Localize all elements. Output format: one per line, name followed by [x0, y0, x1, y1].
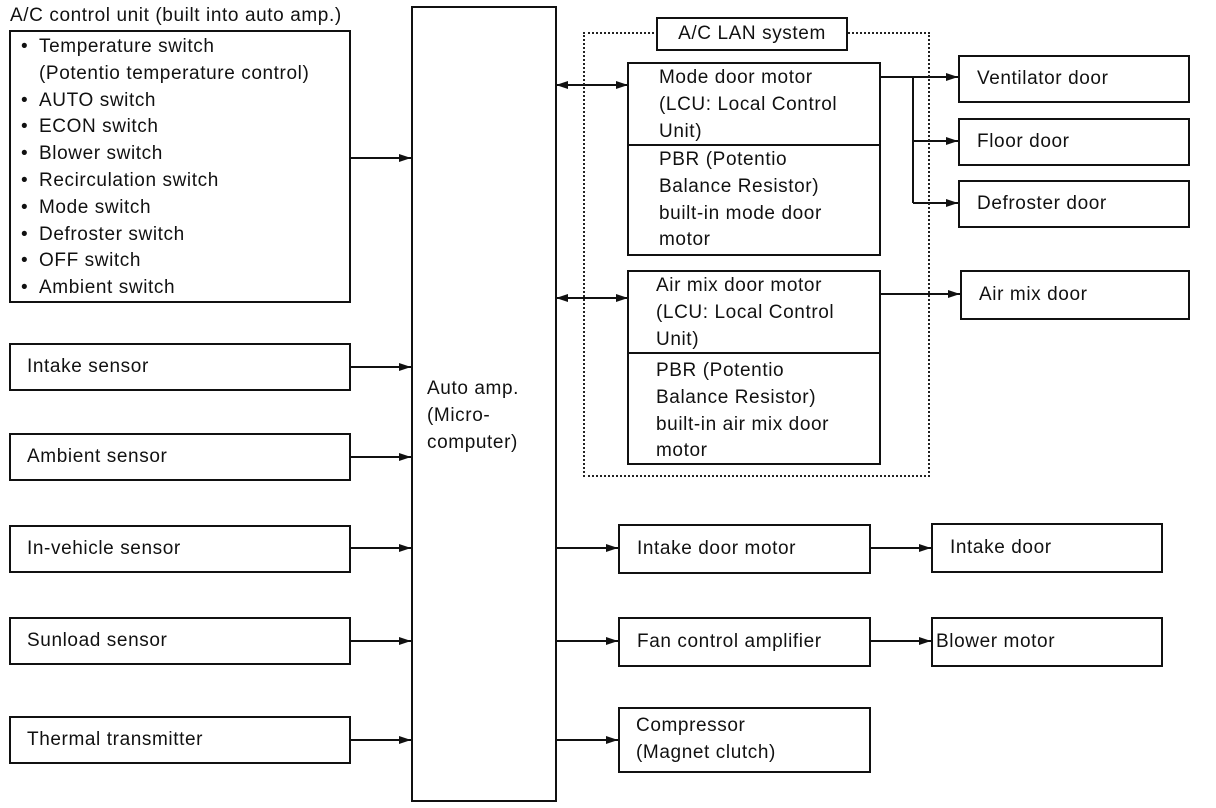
airmix-door-label: Air mix door	[979, 284, 1088, 305]
fan-control-amplifier-label: Fan control amplifier	[637, 631, 822, 652]
ambient-sensor-box: Ambient sensor	[9, 433, 351, 481]
switch-item-continued: (Potentio temperature control)	[39, 62, 310, 84]
fan-control-amplifier-box: Fan control amplifier	[618, 617, 871, 667]
auto-amp-label: Auto amp. (Micro- computer)	[427, 378, 520, 453]
ventilator-door-box: Ventilator door	[958, 55, 1190, 103]
airmix-door-motor-box: Air mix door motor (LCU: Local Control U…	[627, 270, 881, 465]
switch-item: Mode switch	[13, 195, 309, 222]
switch-item: Blower switch	[13, 141, 309, 168]
in-vehicle-sensor-box: In-vehicle sensor	[9, 525, 351, 573]
sunload-sensor-label: Sunload sensor	[27, 630, 168, 651]
ambient-sensor-label: Ambient sensor	[27, 446, 168, 467]
airmix-door-box: Air mix door	[960, 270, 1190, 320]
mode-pbr-label: PBR (Potentio Balance Resistor) built-in…	[659, 149, 822, 251]
airmix-pbr-label: PBR (Potentio Balance Resistor) built-in…	[656, 360, 830, 462]
mode-motor-label: Mode door motor (LCU: Local Control Unit…	[659, 67, 838, 142]
switch-item: ECON switch	[13, 114, 309, 141]
intake-sensor-box: Intake sensor	[9, 343, 351, 391]
ventilator-door-label: Ventilator door	[977, 68, 1109, 89]
thermal-transmitter-box: Thermal transmitter	[9, 716, 351, 764]
airmix-motor-label: Air mix door motor (LCU: Local Control U…	[656, 275, 835, 350]
blower-motor-label: Blower motor	[936, 631, 1056, 652]
lan-system-label: A/C LAN system	[656, 17, 848, 51]
floor-door-label: Floor door	[977, 131, 1070, 152]
mode-door-motor-box: Mode door motor (LCU: Local Control Unit…	[627, 62, 881, 256]
floor-door-box: Floor door	[958, 118, 1190, 166]
switch-item: Temperature switch	[13, 34, 309, 61]
intake-door-box: Intake door	[931, 523, 1163, 573]
in-vehicle-sensor-label: In-vehicle sensor	[27, 538, 181, 559]
switch-item: OFF switch	[13, 248, 309, 275]
switch-list: Temperature switch (Potentio temperature…	[13, 34, 309, 302]
switch-item: Defroster switch	[13, 222, 309, 249]
airmix-motor-divider	[629, 352, 879, 354]
switch-item: Ambient switch	[13, 275, 309, 302]
intake-door-label: Intake door	[950, 537, 1052, 558]
intake-door-motor-label: Intake door motor	[637, 538, 797, 559]
intake-door-motor-box: Intake door motor	[618, 524, 871, 574]
auto-amp-box: Auto amp. (Micro- computer)	[411, 6, 557, 802]
thermal-transmitter-label: Thermal transmitter	[27, 729, 204, 750]
intake-sensor-label: Intake sensor	[27, 356, 149, 377]
switches-box: Temperature switch (Potentio temperature…	[9, 30, 351, 303]
sunload-sensor-box: Sunload sensor	[9, 617, 351, 665]
compressor-label: Compressor (Magnet clutch)	[636, 715, 776, 763]
switch-item: Recirculation switch	[13, 168, 309, 195]
mode-motor-divider	[629, 144, 879, 146]
compressor-box: Compressor (Magnet clutch)	[618, 707, 871, 773]
defroster-door-box: Defroster door	[958, 180, 1190, 228]
control-unit-title: A/C control unit (built into auto amp.)	[10, 5, 342, 26]
blower-motor-box: Blower motor	[931, 617, 1163, 667]
switch-item: AUTO switch	[13, 88, 309, 115]
defroster-door-label: Defroster door	[977, 193, 1107, 214]
